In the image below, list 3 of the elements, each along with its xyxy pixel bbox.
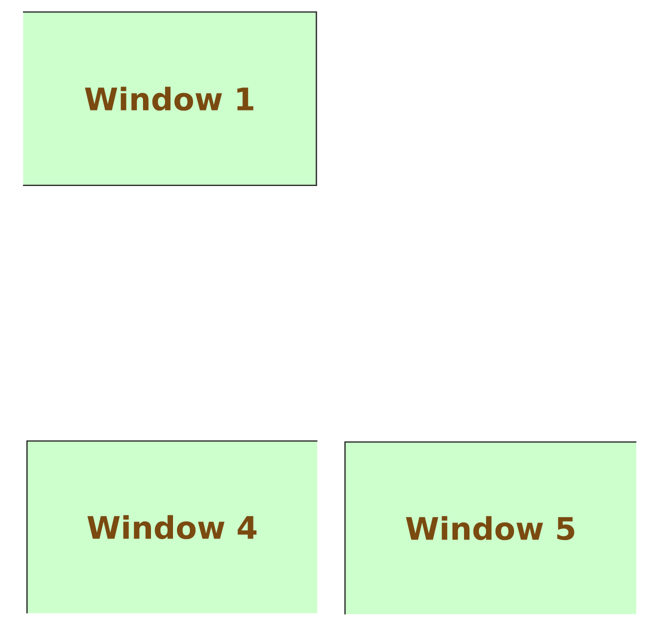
window-box: Window 1 [23, 11, 318, 186]
window-box: Window 4 [26, 440, 318, 614]
window-box: Window 5 [344, 441, 636, 614]
